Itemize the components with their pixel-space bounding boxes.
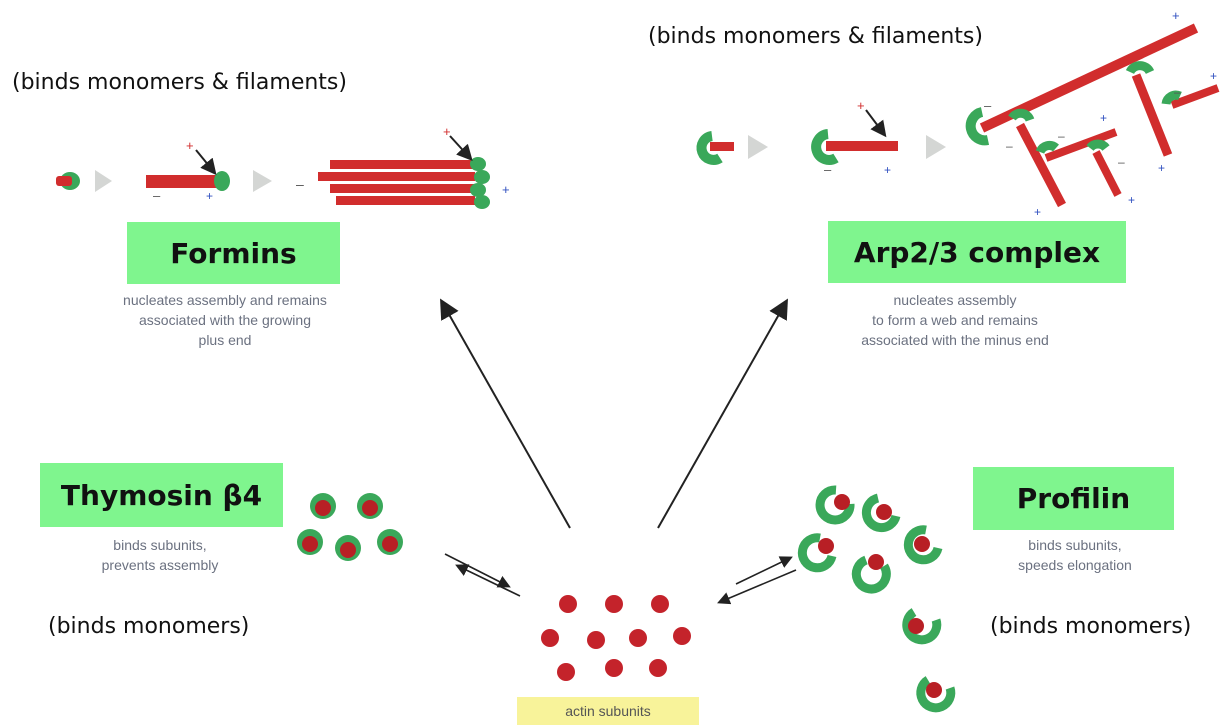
- arp-illustration: + – + + – + + + + + – – – –: [696, 8, 1220, 219]
- svg-text:+: +: [1128, 193, 1135, 207]
- thymosin-label: Thymosin β4: [40, 463, 283, 527]
- arp-complex-label: Arp2/3 complex: [828, 221, 1126, 283]
- formins-description-line: plus end: [198, 332, 252, 348]
- thymosin-equilibrium-arrows: [444, 553, 521, 597]
- svg-text:+: +: [443, 124, 451, 139]
- svg-text:–: –: [984, 98, 992, 113]
- svg-text:–: –: [1006, 139, 1013, 153]
- formins-illustration: + – + – + +: [56, 124, 510, 209]
- svg-text:–: –: [153, 188, 161, 203]
- svg-text:+: +: [884, 163, 891, 177]
- profilin-description: binds subunits, speeds elongation: [965, 535, 1185, 575]
- thymosin-bound-subunits: [297, 493, 403, 561]
- arrow-to-arp: [657, 298, 788, 529]
- svg-text:+: +: [186, 138, 194, 153]
- formins-description-line: associated with the growing: [139, 312, 311, 328]
- formins-description: nucleates assembly and remains associate…: [60, 290, 390, 350]
- thymosin-binding-note: (binds monomers): [48, 614, 250, 639]
- free-actin-subunits: [541, 595, 691, 681]
- arp-binding-note: (binds monomers & filaments): [648, 24, 983, 49]
- arp-description: nucleates assembly to form a web and rem…: [795, 290, 1115, 350]
- svg-text:+: +: [857, 98, 865, 113]
- actin-subunits-label: actin subunits: [517, 697, 699, 725]
- svg-text:–: –: [1058, 129, 1065, 143]
- svg-text:–: –: [296, 176, 304, 192]
- profilin-binding-note: (binds monomers): [990, 614, 1192, 639]
- profilin-label: Profilin: [973, 467, 1174, 530]
- svg-text:–: –: [1174, 85, 1181, 99]
- arp-description-line: associated with the minus end: [861, 332, 1049, 348]
- svg-text:+: +: [502, 182, 510, 197]
- profilin-description-line: binds subunits,: [1028, 537, 1122, 553]
- profilin-bound-subunits: [797, 485, 956, 713]
- formins-description-line: nucleates assembly and remains: [123, 292, 327, 308]
- svg-text:–: –: [824, 162, 832, 177]
- profilin-equilibrium-arrows: [717, 556, 797, 605]
- thymosin-description: binds subunits, prevents assembly: [40, 535, 280, 575]
- arp-description-line: nucleates assembly: [893, 292, 1017, 308]
- formins-label: Formins: [127, 222, 340, 284]
- formins-binding-note: (binds monomers & filaments): [12, 70, 347, 95]
- thymosin-description-line: binds subunits,: [113, 537, 207, 553]
- profilin-description-line: speeds elongation: [1018, 557, 1132, 573]
- svg-text:–: –: [1118, 155, 1125, 169]
- svg-text:+: +: [1034, 205, 1041, 219]
- svg-text:+: +: [1172, 8, 1180, 23]
- svg-text:+: +: [206, 189, 213, 203]
- arp-description-line: to form a web and remains: [872, 312, 1038, 328]
- svg-text:+: +: [1210, 69, 1217, 83]
- svg-text:+: +: [1158, 161, 1165, 175]
- svg-text:+: +: [1100, 111, 1107, 125]
- arrow-to-formins: [440, 298, 571, 529]
- thymosin-description-line: prevents assembly: [101, 557, 219, 573]
